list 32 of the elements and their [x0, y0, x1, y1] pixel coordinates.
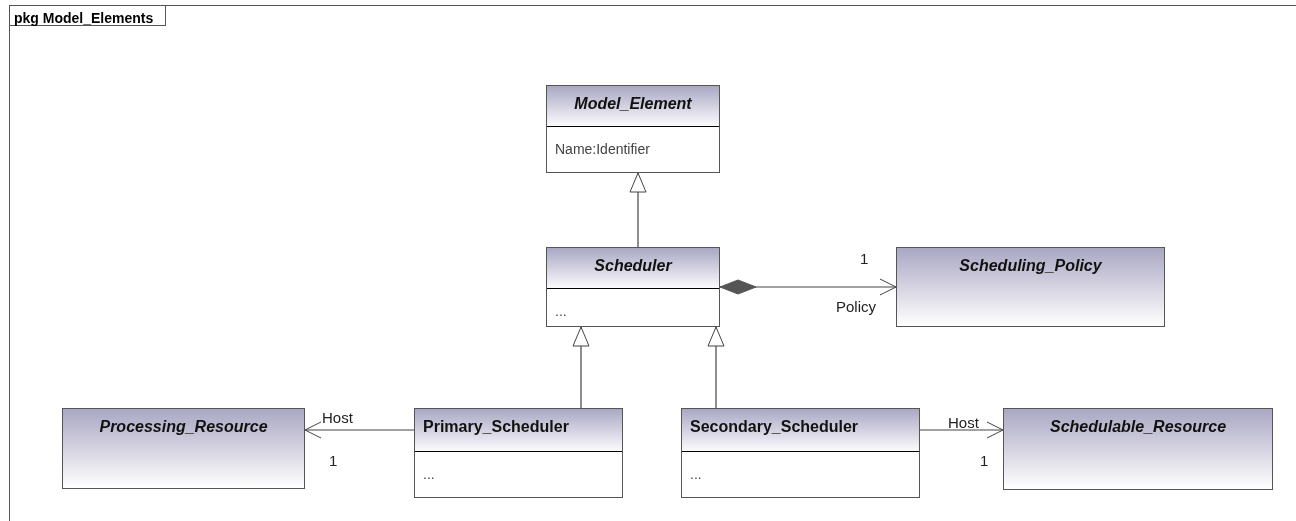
class-box	[546, 247, 720, 327]
class-name: Secondary_Scheduler	[690, 417, 860, 437]
class-name: Scheduler	[593, 256, 674, 276]
multiplicity-label: 1	[860, 250, 869, 268]
package-frame	[9, 5, 1296, 521]
class-name: Processing_Resource	[98, 417, 269, 437]
generalization-arrow	[572, 326, 590, 409]
class-name: Schedulable_Resource	[1048, 417, 1228, 437]
class-box	[414, 408, 623, 498]
generalization-arrow	[629, 172, 647, 248]
attribute-text: ...	[555, 303, 567, 319]
attribute-text: ...	[690, 466, 702, 482]
role-label: Policy	[836, 298, 876, 316]
role-label: Host	[322, 409, 353, 427]
class-name: Model_Element	[573, 94, 693, 114]
multiplicity-label: 1	[980, 452, 989, 470]
class-box	[681, 408, 920, 498]
package-title: pkg Model_Elements	[14, 10, 154, 26]
association-arrow	[304, 421, 415, 439]
class-box	[62, 408, 305, 489]
class-name: Scheduling_Policy	[958, 256, 1103, 276]
class-box	[1003, 408, 1273, 490]
role-label: Host	[948, 414, 979, 432]
multiplicity-label: 1	[329, 452, 338, 470]
class-box	[546, 85, 720, 173]
attribute-text: Name:Identifier	[555, 141, 650, 157]
association-arrow	[919, 421, 1004, 439]
association-arrow	[719, 278, 897, 296]
attribute-text: ...	[423, 466, 435, 482]
class-name: Primary_Scheduler	[423, 417, 570, 437]
generalization-arrow	[707, 326, 725, 409]
class-box	[896, 247, 1165, 327]
